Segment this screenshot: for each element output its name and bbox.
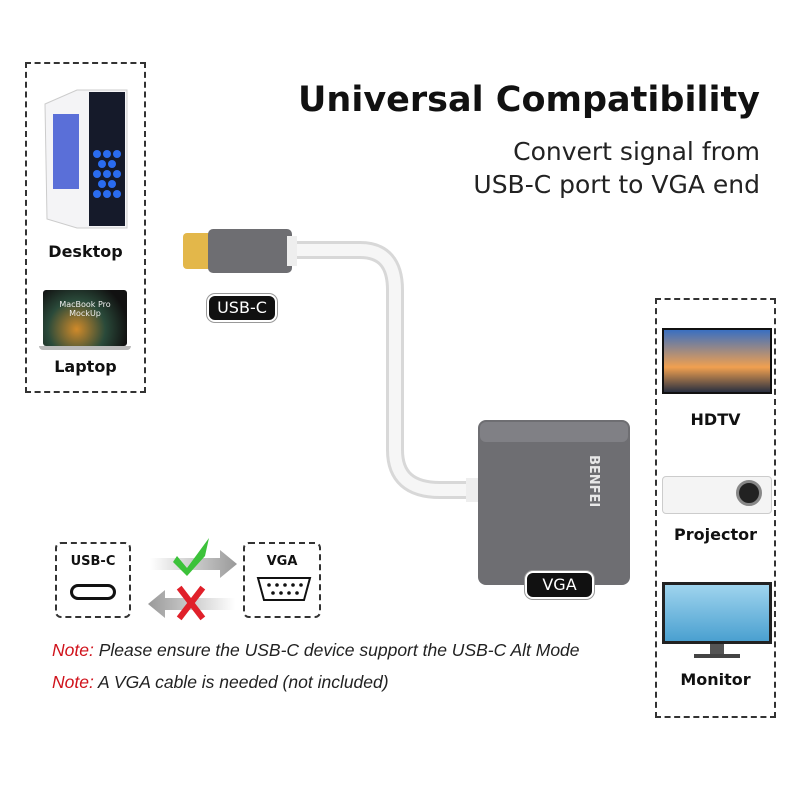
vga-adapter-body [478, 420, 630, 585]
subtitle-line-1: Convert signal from [513, 137, 760, 166]
usb-c-plug-tip [183, 233, 213, 269]
note-vga-cable: Note: A VGA cable is needed (not include… [52, 672, 389, 693]
vga-port-box: VGA [243, 542, 321, 618]
projector-icon [662, 468, 772, 516]
projector-label: Projector [674, 525, 757, 544]
note-prefix: Note: [52, 672, 94, 692]
page-title: Universal Compatibility [298, 80, 760, 120]
usb-c-plug-body [208, 229, 292, 273]
direction-arrows [148, 538, 237, 621]
subtitle-line-2: USB-C port to VGA end [473, 170, 760, 199]
monitor-label: Monitor [680, 670, 751, 689]
note-prefix: Note: [52, 640, 94, 660]
desktop-pc-icon [44, 89, 128, 229]
note-alt-mode: Note: Please ensure the USB-C device sup… [52, 640, 580, 661]
adapter-brand: BENFEI [586, 455, 601, 507]
target-devices-box: HDTV Projector Monitor [655, 298, 776, 718]
cross-icon [176, 585, 206, 621]
check-icon [173, 538, 209, 576]
vga-port-label: VGA [266, 554, 298, 569]
hdtv-label: HDTV [690, 410, 741, 429]
vga-label: VGA [527, 573, 592, 597]
laptop-icon: MacBook Pro MockUp [39, 290, 131, 352]
laptop-screen-text: MacBook Pro MockUp [43, 290, 127, 346]
usb-c-port-icon [70, 584, 116, 600]
laptop-label: Laptop [54, 357, 117, 376]
source-devices-box: Desktop MacBook Pro MockUp Laptop [25, 62, 146, 393]
vga-port-icon [256, 577, 312, 601]
desktop-label: Desktop [48, 242, 123, 261]
tv-icon [662, 322, 772, 396]
usb-c-port-box: USB-C [55, 542, 131, 618]
note-text: Please ensure the USB-C device support t… [93, 640, 580, 660]
usb-c-port-label: USB-C [70, 554, 116, 569]
note-text: A VGA cable is needed (not included) [93, 672, 389, 692]
usb-c-label: USB-C [209, 296, 275, 320]
monitor-icon [662, 582, 772, 662]
